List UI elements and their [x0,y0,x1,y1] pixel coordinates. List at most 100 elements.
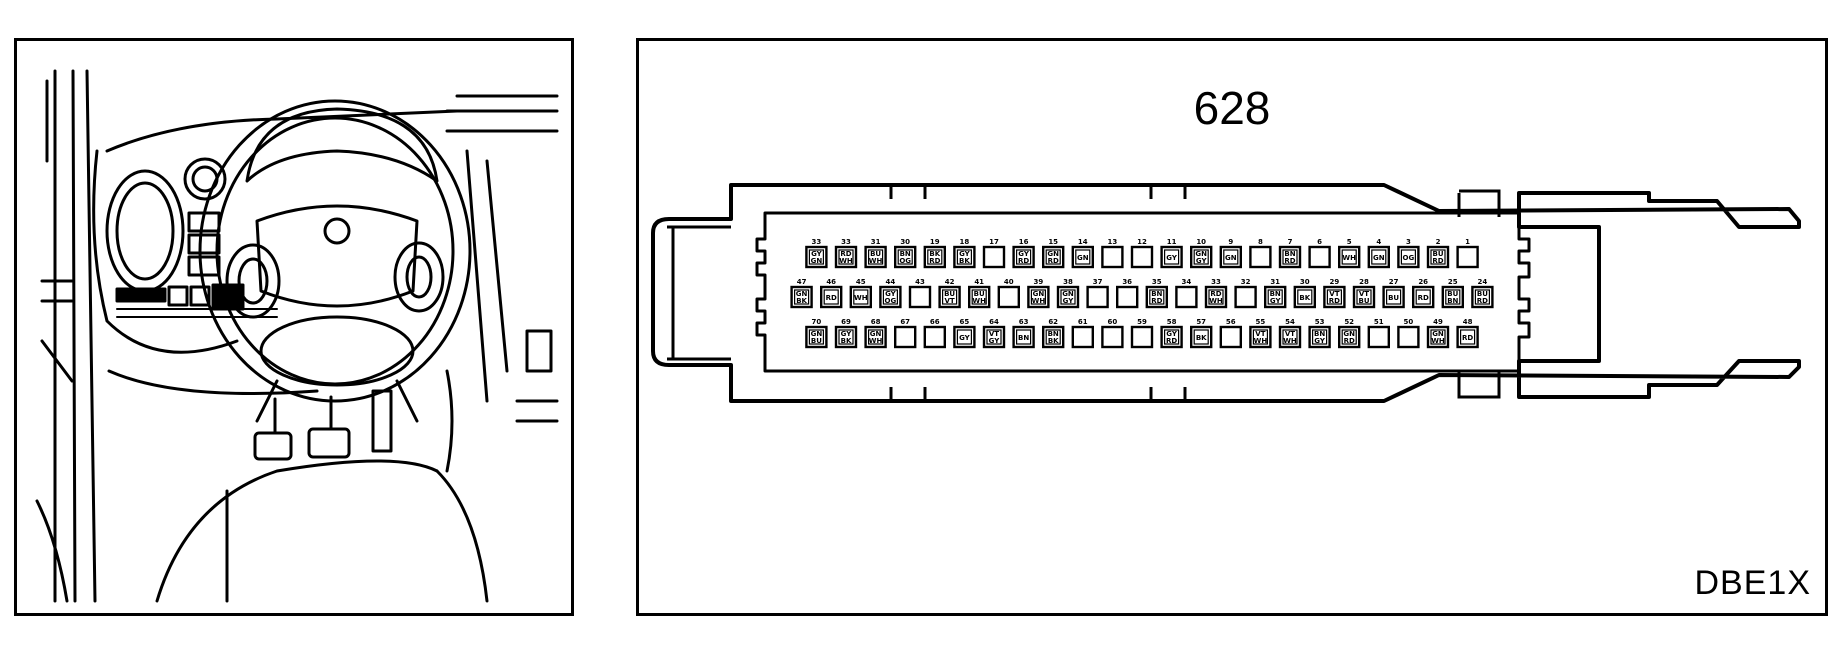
pin-terminal [1326,289,1343,305]
pin-terminal [838,249,854,265]
pin-number-label: 33 [1211,278,1221,286]
pin-cavity [1130,245,1154,269]
wire-color-label: OG [1403,254,1415,262]
pin-terminal [1341,249,1357,265]
wire-color-label: BU [944,290,955,298]
pin-cavity [1042,245,1065,269]
wire-color-label: GY [959,250,971,258]
wire-color-label: VT [1329,290,1339,298]
pin-number-label: 63 [1019,318,1029,326]
pin-terminal [1474,289,1491,305]
pin-number-label: 45 [856,278,866,286]
pin-cavity [834,325,858,349]
wire-color-label: GN [1077,254,1089,262]
pin-terminal [1030,289,1046,305]
diagram-code: DBE1X [1694,564,1811,602]
wire-color-label: GY [1270,297,1282,305]
pin-cavity [834,245,858,269]
pin-cavity [790,285,813,309]
wire-color-label: GN [1195,250,1207,258]
wheel-upper-opening [245,107,439,183]
wire-color-label: RD [1151,297,1162,305]
right-dash-line [465,149,489,403]
wire-color-label: GY [1063,297,1075,305]
pin-cavity [1190,325,1213,349]
pin-number-label: 19 [930,238,940,246]
pin-terminal [838,329,854,345]
column-line-2 [395,379,419,423]
console-edge [445,369,454,473]
wire-color-label: GN [811,330,823,338]
pin-cavity [1471,285,1494,309]
wire-color-label: VT [1359,290,1369,298]
pin-cavity [819,285,843,309]
pin-number-label: 68 [871,318,881,326]
pin-number-label: 10 [1196,238,1206,246]
wire-color-label: WH [1032,297,1046,305]
wire-color-label: VT [1285,330,1295,338]
pin-terminal [1045,249,1061,265]
wire-color-label: GY [1018,250,1030,258]
pin-terminal [1193,329,1209,345]
column-line-1 [255,379,279,423]
pin-cavity [1426,325,1450,349]
floor-contour-right [435,469,489,603]
pin-cavity [1101,245,1124,269]
pin-terminal [1415,289,1431,305]
wire-color-label: WH [854,294,868,302]
spoke-pad-right-inner [405,255,433,299]
pin-cavity [1397,245,1420,269]
wire-color-label: RD [1284,257,1295,265]
pin-number-label: 12 [1137,238,1147,246]
steering-wheel-hub [255,204,419,308]
pin-terminal [823,289,839,305]
switch-3 [187,255,221,277]
pin-number-label: 62 [1048,318,1058,326]
pin-cavity [982,325,1006,349]
pin-number-label: 30 [900,238,910,246]
pin-terminal [1223,249,1239,265]
wire-color-label: WH [972,297,986,305]
wire-color-label: BN [1284,250,1295,258]
pin-terminal [853,289,869,305]
pin-number-label: 11 [1167,238,1177,246]
wire-color-label: GY [811,250,823,258]
pin-terminal [868,329,884,345]
pin-middle-34: 34 [1175,278,1198,309]
steering-wheel-rim-outer [198,99,472,403]
right-vent [525,329,553,373]
wire-color-label: WH [869,257,883,265]
wire-color-label: VT [989,330,999,338]
wire-color-label: BU [1358,297,1369,305]
wire-color-label: BN [1048,330,1059,338]
pin-cavity [1071,245,1094,269]
connector-housing-outline [651,183,1801,403]
pin-top-4: 4GN [1367,238,1390,269]
pin-cavity [1367,325,1390,349]
wire-color-label: BN [1270,290,1281,298]
pin-cavity [1219,325,1242,349]
pin-cavity [938,285,961,309]
wire-color-label: BK [929,250,940,258]
pin-number-label: 27 [1389,278,1399,286]
wire-color-label: RD [1210,290,1221,298]
pin-middle-40: 40 [997,278,1020,309]
pin-middle-43: 43 [908,278,932,309]
housing-left-latch [667,225,731,361]
pin-number-label: 13 [1108,238,1118,246]
pin-terminal [1252,329,1269,345]
